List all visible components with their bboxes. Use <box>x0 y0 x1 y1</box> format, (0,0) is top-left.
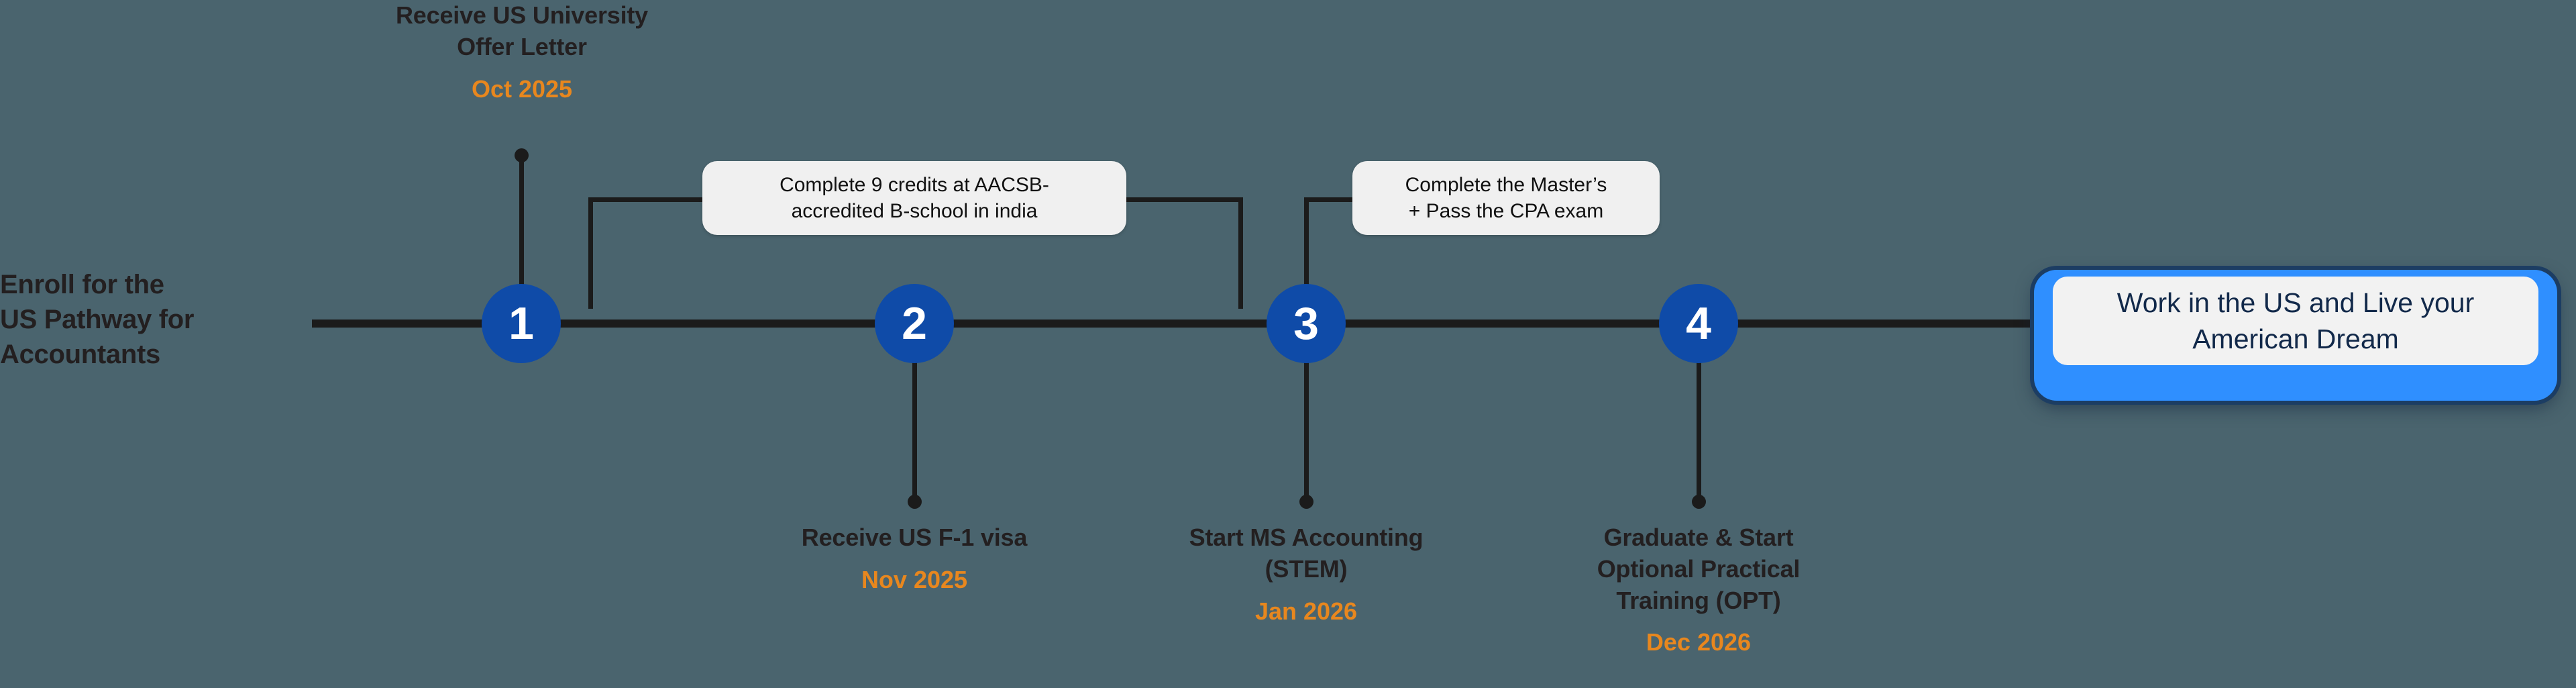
milestone-offer-letter: Receive US University Offer Letter Oct 2… <box>307 0 737 105</box>
timeline-node-4-number: 4 <box>1686 298 1711 349</box>
callout-aacsb-line-2: accredited B-school in india <box>791 200 1038 222</box>
milestone-f1-visa-title: Receive US F-1 visa <box>706 522 1122 554</box>
milestone-offer-letter-title-line-2: Offer Letter <box>457 32 587 60</box>
milestone-graduate-opt-title-line-3: Training (OPT) <box>1616 586 1781 614</box>
connector-callout1-left-horizontal <box>588 197 709 202</box>
intro-label-line-3: Accountants <box>0 340 160 369</box>
milestone-ms-accounting: Start MS Accounting (STEM) Jan 2026 <box>1098 522 1514 627</box>
milestone-ms-accounting-date: Jan 2026 <box>1254 597 1358 625</box>
milestone-f1-visa-date: Nov 2025 <box>861 565 968 593</box>
connector-callout1-right-vertical <box>1238 197 1243 309</box>
milestone-ms-accounting-title: Start MS Accounting (STEM) <box>1098 522 1514 585</box>
stem-node-1-up <box>519 153 524 287</box>
cta-line-1: Work in the US and Live your <box>2116 287 2475 318</box>
intro-label-line-2: US Pathway for <box>0 305 195 334</box>
stem-node-2-down <box>912 361 917 502</box>
intro-label-line-1: Enroll for the <box>0 270 164 299</box>
connector-callout1-right-horizontal <box>1122 197 1243 202</box>
milestone-offer-letter-title-line-1: Receive US University <box>396 1 648 29</box>
timeline-node-3-number: 3 <box>1293 298 1319 349</box>
milestone-f1-visa: Receive US F-1 visa Nov 2025 <box>706 522 1122 596</box>
timeline-node-1-number: 1 <box>508 298 534 349</box>
stem-dot-node-4 <box>1692 495 1706 509</box>
timeline-node-1[interactable]: 1 <box>482 284 561 363</box>
timeline-node-2[interactable]: 2 <box>875 284 954 363</box>
intro-label: Enroll for the US Pathway for Accountant… <box>0 267 282 372</box>
milestone-ms-accounting-title-line-1: Start MS Accounting <box>1189 524 1424 551</box>
stem-dot-node-2 <box>908 495 922 509</box>
callout-masters-line-1: Complete the Master’s <box>1405 174 1607 196</box>
stem-node-4-down <box>1697 361 1701 502</box>
milestone-offer-letter-date: Oct 2025 <box>471 75 573 103</box>
milestone-f1-visa-title-line-1: Receive US F-1 visa <box>801 524 1028 551</box>
timeline-node-3[interactable]: 3 <box>1267 284 1346 363</box>
timeline-node-2-number: 2 <box>902 298 927 349</box>
milestone-offer-letter-title: Receive US University Offer Letter <box>307 0 737 63</box>
cta-work-in-us[interactable]: Work in the US and Live your American Dr… <box>2053 277 2538 365</box>
stem-node-3-down <box>1304 361 1309 502</box>
callout-aacsb-line-1: Complete 9 credits at AACSB- <box>780 174 1049 196</box>
milestone-ms-accounting-title-line-2: (STEM) <box>1265 554 1348 583</box>
callout-masters-line-2: + Pass the CPA exam <box>1408 200 1604 222</box>
callout-aacsb-credits: Complete 9 credits at AACSB- accredited … <box>702 161 1126 235</box>
connector-callout2-horizontal <box>1304 197 1382 202</box>
milestone-graduate-opt-title: Graduate & Start Optional Practical Trai… <box>1491 522 1907 616</box>
cta-line-2: American Dream <box>2192 324 2399 354</box>
milestone-graduate-opt-date: Dec 2026 <box>1646 628 1752 656</box>
milestone-graduate-opt-title-line-2: Optional Practical <box>1597 554 1801 583</box>
timeline-rail <box>312 320 2076 328</box>
timeline-node-4[interactable]: 4 <box>1659 284 1738 363</box>
stem-dot-node-1 <box>515 148 529 162</box>
connector-callout2-vertical <box>1304 197 1309 286</box>
connector-callout1-left-vertical <box>588 197 593 309</box>
milestone-graduate-opt: Graduate & Start Optional Practical Trai… <box>1491 522 1907 658</box>
stem-dot-node-3 <box>1299 495 1313 509</box>
milestone-graduate-opt-title-line-1: Graduate & Start <box>1603 524 1794 551</box>
callout-masters-cpa: Complete the Master’s + Pass the CPA exa… <box>1352 161 1660 235</box>
